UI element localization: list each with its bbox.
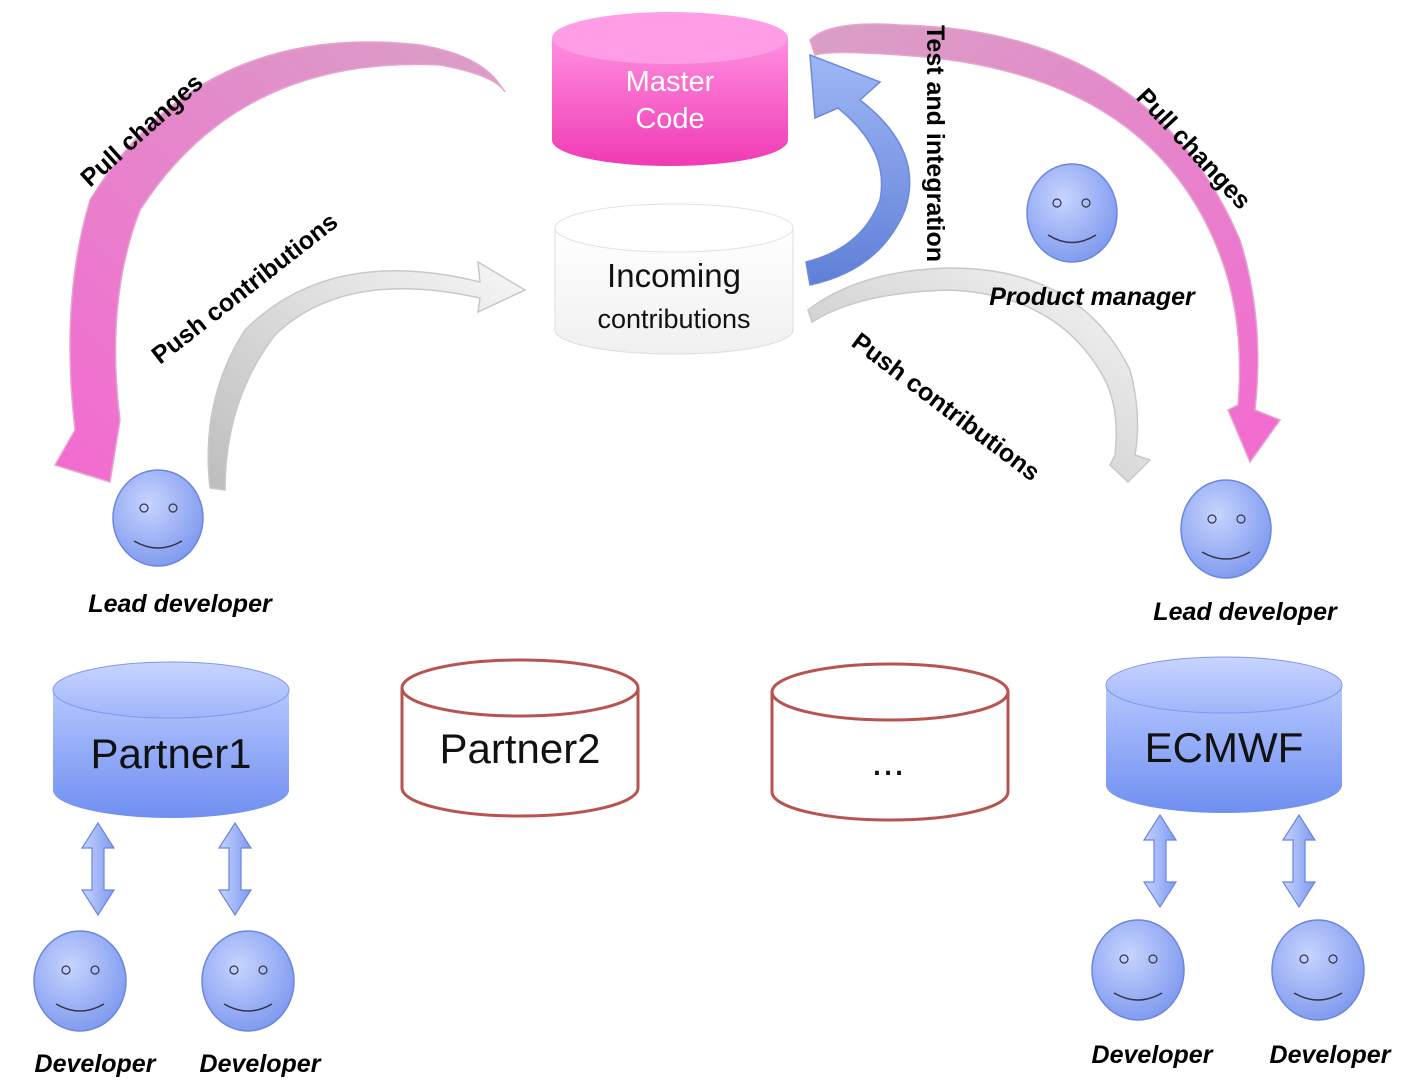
partner1-repository: Partner1 [52,661,290,818]
developer-avatar-4 [1271,919,1365,1021]
ecmwf-label: ECMWF [1145,724,1304,771]
master-code-repository: Master Code [552,12,788,166]
incoming-line2: contributions [597,304,750,334]
pull-changes-arrow-left [53,41,506,483]
developer-avatar-3 [1091,919,1185,1021]
ellipsis-label: ... [871,740,904,784]
sync-arrow-4 [1281,813,1317,909]
developer-label-4: Developer [1270,1041,1392,1069]
incoming-line1: Incoming [607,257,741,294]
push-contributions-arrow-left [207,260,527,491]
product-manager-label: Product manager [989,283,1196,311]
ecmwf-repository: ECMWF [1105,656,1343,813]
test-and-integration-arrow [805,53,911,286]
developer-label-1: Developer [35,1050,157,1078]
product-manager-avatar [1026,163,1118,263]
sync-arrow-2 [217,821,253,917]
incoming-contributions-repository: Incoming contributions [554,203,794,355]
lead-developer-left-label: Lead developer [88,590,273,618]
developer-avatar-1 [33,930,127,1032]
lead-developer-left-avatar [112,469,204,567]
developer-label-3: Developer [1092,1041,1214,1069]
partner2-repository: Partner2 [400,658,640,818]
pull-changes-arrow-right [809,23,1282,464]
test-and-integration-label: Test and integration [921,25,949,262]
partner2-label: Partner2 [439,725,600,772]
push-contributions-arrow-right [807,267,1152,484]
partner1-label: Partner1 [90,730,251,777]
master-code-line2: Code [635,103,704,135]
sync-arrow-1 [80,821,116,917]
developer-avatar-2 [201,930,295,1032]
push-contributions-label-right: Push contributions [846,327,1045,486]
lead-developer-right-label: Lead developer [1153,598,1338,626]
developer-label-2: Developer [200,1050,322,1078]
lead-developer-right-avatar [1180,479,1272,579]
other-partner-repository: ... [770,662,1010,822]
sync-arrow-3 [1142,813,1178,909]
master-code-line1: Master [626,66,715,98]
